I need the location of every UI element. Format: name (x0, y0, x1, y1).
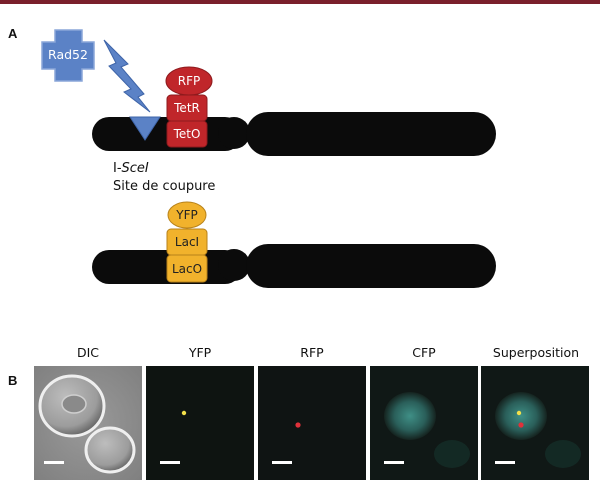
overlay-nucleus (495, 392, 547, 440)
yfp-label: YFP (176, 208, 198, 222)
chromosome-top-centromere (218, 117, 250, 149)
lightning-bolt-icon (103, 39, 151, 113)
micro-label-superposition: Superposition (492, 345, 580, 360)
rfp-label: RFP (177, 74, 201, 88)
yfp-focus (181, 410, 187, 416)
chromosome-top-right-arm (246, 112, 496, 156)
micrograph-dic (34, 366, 142, 480)
micrograph-cfp (370, 366, 478, 480)
scale-bar (160, 461, 180, 464)
micrograph-superposition (481, 366, 589, 480)
rfp-oval (165, 66, 213, 96)
rfp-focus (295, 422, 301, 428)
yfp-oval (167, 201, 207, 229)
cut-site-triangle-icon (129, 116, 161, 141)
micro-label-dic: DIC (76, 345, 100, 360)
micrograph-yfp (146, 366, 254, 480)
top-rule (0, 0, 600, 4)
laco-label: LacO (171, 262, 203, 276)
cut-site-enzyme-label: I-SceI (113, 160, 149, 178)
micro-label-yfp: YFP (188, 345, 212, 360)
laci-label: LacI (174, 235, 200, 249)
overlay-yfp-focus (516, 410, 522, 416)
chromosome-bottom (92, 244, 496, 288)
scale-bar (272, 461, 292, 464)
cut-site-label: Site de coupure (113, 179, 216, 194)
panel-a-letter: A (8, 26, 18, 41)
scale-bar (44, 461, 64, 464)
panel-b-letter: B (8, 373, 18, 388)
cfp-nucleus (384, 392, 436, 440)
chromosome-bottom-centromere (218, 249, 250, 281)
rad52-label: Rad52 (48, 47, 88, 62)
cut-site-prefix: I- (113, 161, 122, 176)
cut-site-enzyme: SceI (121, 161, 149, 176)
teto-label: TetO (173, 127, 201, 141)
scale-bar (384, 461, 404, 464)
micro-label-rfp: RFP (300, 345, 324, 360)
laci-box (166, 228, 208, 256)
yeast-bud-cell (84, 426, 136, 474)
chromosome-bottom-right-arm (246, 244, 496, 288)
rad52-cross-icon (41, 29, 95, 82)
tetr-label: TetR (174, 101, 200, 115)
overlay-rfp-focus (518, 422, 524, 428)
micro-label-cfp: CFP (412, 345, 436, 360)
micrograph-rfp (258, 366, 366, 480)
scale-bar (495, 461, 515, 464)
